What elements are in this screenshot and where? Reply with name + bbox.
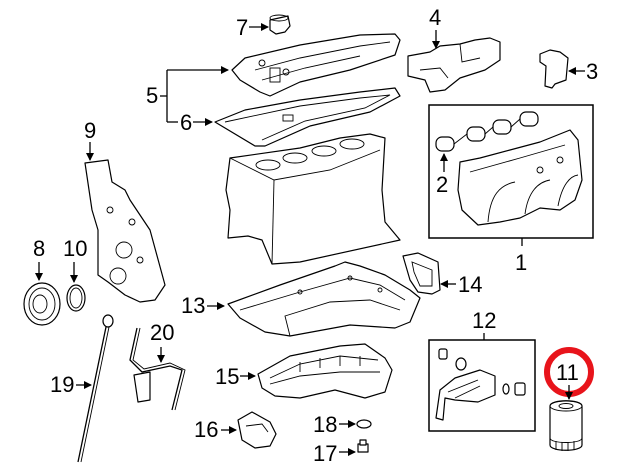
part-front-crank-seal[interactable] — [66, 284, 86, 312]
part-bracket[interactable] — [539, 49, 569, 89]
callout-3: 3 — [586, 59, 598, 84]
callout-2: 2 — [436, 172, 448, 197]
callout-13: 13 — [181, 293, 205, 318]
callout-9: 9 — [84, 118, 96, 143]
callout-10: 10 — [63, 236, 87, 261]
part-oil-filter-housing[interactable] — [435, 348, 526, 421]
part-valve-cover-gasket[interactable] — [214, 87, 401, 147]
part-timing-cover[interactable] — [84, 159, 166, 303]
callout-20: 20 — [150, 320, 174, 345]
callout-15: 15 — [215, 364, 239, 389]
part-drain-plug[interactable] — [357, 439, 369, 453]
callout-6: 6 — [180, 110, 192, 135]
callout-11: 11 — [556, 360, 579, 385]
part-oil-strainer[interactable] — [402, 252, 441, 295]
callout-5: 5 — [146, 83, 158, 108]
assembly-box-1 — [428, 104, 594, 239]
callout-4: 4 — [429, 5, 441, 30]
part-valve-cover[interactable] — [231, 33, 401, 97]
callout-7: 7 — [236, 15, 248, 40]
part-oil-dipstick[interactable] — [77, 314, 114, 463]
part-crankshaft-pulley[interactable] — [23, 282, 61, 326]
part-intake-manifold-gasket[interactable] — [435, 111, 539, 152]
part-drain-plug-gasket[interactable] — [356, 419, 372, 429]
part-oil-filler-cap[interactable] — [269, 14, 291, 35]
part-lower-oil-pan[interactable] — [257, 343, 393, 399]
engine-block — [225, 133, 401, 265]
part-oil-filter[interactable] — [549, 400, 583, 451]
callout-16: 16 — [194, 417, 218, 442]
callout-1: 1 — [515, 250, 527, 275]
part-baffle-plate[interactable] — [237, 411, 277, 449]
part-engine-cover[interactable] — [407, 37, 501, 93]
callout-17: 17 — [313, 441, 337, 466]
callout-18: 18 — [313, 412, 337, 437]
assembly-box-12 — [428, 339, 536, 432]
callout-19: 19 — [50, 372, 74, 397]
callout-14: 14 — [458, 272, 482, 297]
callout-12: 12 — [472, 308, 496, 333]
part-dipstick-tube[interactable] — [129, 327, 186, 411]
callout-8: 8 — [33, 236, 45, 261]
part-intake-manifold[interactable] — [457, 129, 583, 226]
part-upper-oil-pan[interactable] — [227, 261, 421, 337]
